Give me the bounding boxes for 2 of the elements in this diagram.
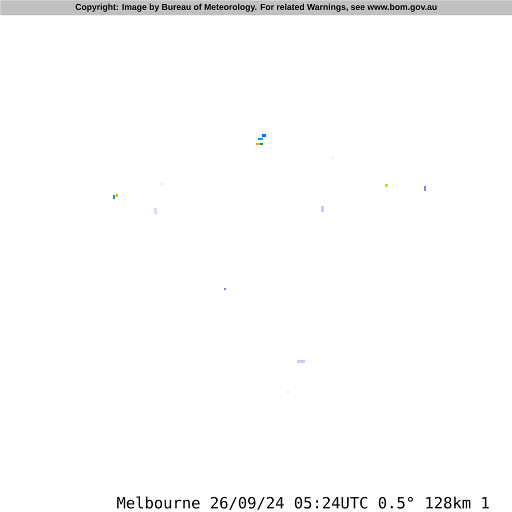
radar-info-text: Melbourne 26/09/24 05:24UTC 0.5° 128km 1 xyxy=(117,496,489,510)
copyright-banner: Copyright: Image by Bureau of Meteorology. For related Warnings, see www.bom.gov.au xyxy=(0,0,512,16)
